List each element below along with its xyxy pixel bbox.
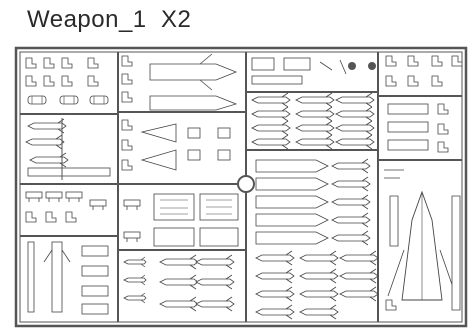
sprue-gate: [237, 175, 255, 193]
sheet-title: Weapon_1 X2: [27, 6, 192, 33]
parts-block-right-top: [385, 55, 463, 153]
parts-block-column-2-top: [121, 53, 238, 111]
parts-block-column-3-top: [251, 57, 376, 150]
parts-block-column-3-bottom: [255, 158, 379, 320]
sprue-frame: [14, 46, 468, 328]
parts-block-column-2-middle: [121, 119, 231, 171]
parts-block-left-bottom: [25, 191, 109, 315]
parts-block-right-bottom: [384, 169, 461, 311]
parts-block-column-2-bottom: [123, 193, 239, 312]
parts-block-left-middle: [25, 118, 111, 180]
parts-block-left-top: [25, 57, 109, 105]
